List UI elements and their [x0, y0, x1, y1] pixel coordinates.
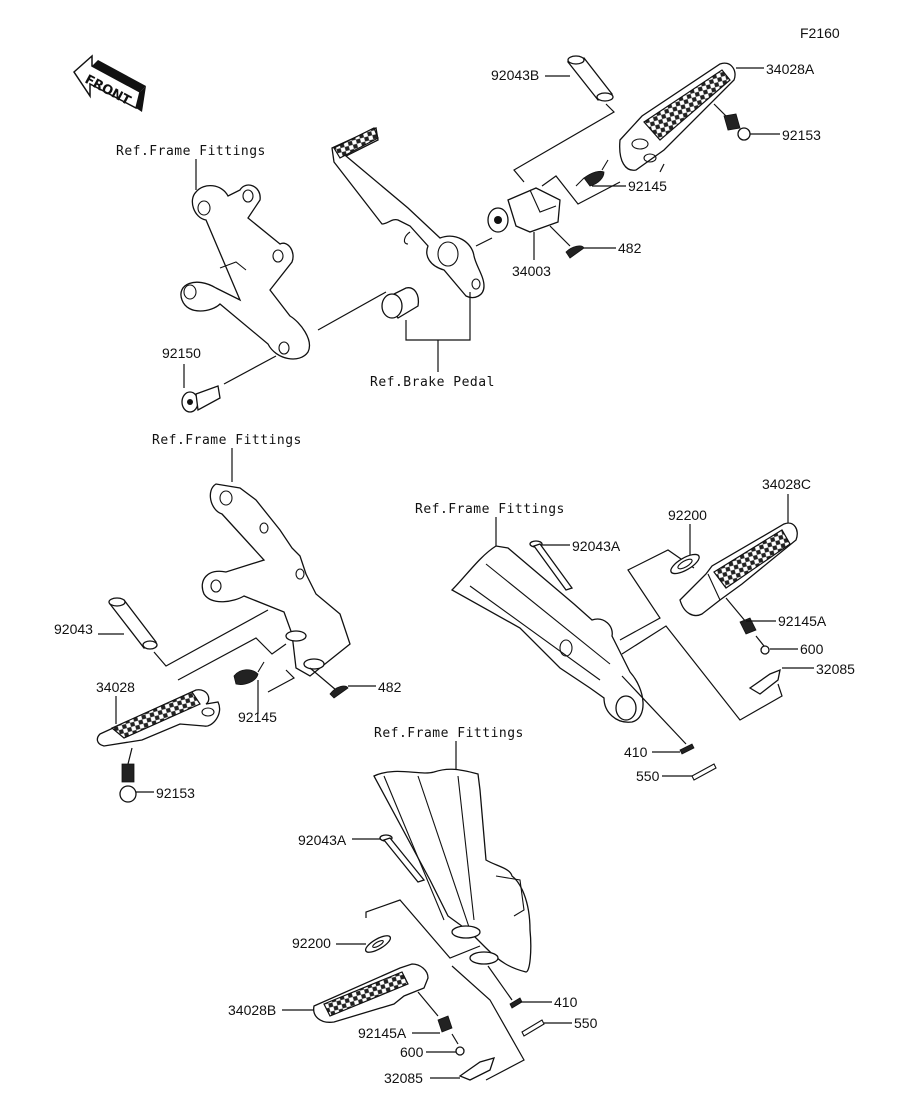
cotter-pin-550-left: [521, 1019, 545, 1037]
front-right-bracket: [180, 184, 311, 360]
footpeg-34028B: [313, 963, 429, 1023]
rear-right-bracket: [450, 545, 644, 723]
spring-92145A-left: [437, 1015, 453, 1033]
pin-410: [679, 743, 695, 755]
spring-92145-left: [233, 661, 265, 685]
part-92043B-label: 92043B: [491, 67, 539, 83]
figure-id: F2160: [800, 25, 840, 41]
front-direction-arrow-icon: FRONT: [73, 54, 146, 112]
bushing: [381, 287, 420, 319]
pivot-pin-92153: [723, 113, 751, 141]
ref-brake-pedal: Ref.Brake Pedal: [370, 375, 495, 390]
ref-frame-fittings-4: Ref.Frame Fittings: [374, 726, 524, 741]
ref-frame-fittings-2: Ref.Frame Fittings: [152, 433, 302, 448]
part-92145A-rear-left-label: 92145A: [358, 1025, 407, 1041]
part-92153-left-label: 92153: [156, 785, 195, 801]
part-600-rear-right-label: 600: [800, 641, 824, 657]
part-92043A-rear-left-label: 92043A: [298, 832, 347, 848]
part-34003-label: 34003: [512, 263, 551, 279]
e-clip-482: [565, 245, 585, 259]
part-410-rear-right-label: 410: [624, 744, 648, 760]
part-600-rear-left-label: 600: [400, 1044, 424, 1060]
part-34028B-label: 34028B: [228, 1002, 276, 1018]
part-92153-label: 92153: [782, 127, 821, 143]
footpeg-34028: [96, 689, 221, 747]
detent-32085: [748, 668, 781, 695]
footpeg-34028A: [619, 62, 736, 171]
spring-92145: [575, 159, 609, 187]
spring-92145A: [739, 617, 757, 635]
part-92043-label: 92043: [54, 621, 93, 637]
washer-92200-left: [364, 935, 392, 953]
brake-pedal: [331, 127, 485, 299]
pin-92043A-rear-right: [529, 540, 574, 591]
pivot-pin-92153-left: [119, 763, 137, 803]
part-92145-label: 92145: [628, 178, 667, 194]
ball-600: [760, 645, 770, 655]
part-550-rear-right-label: 550: [636, 768, 660, 784]
part-92043A-rear-right-label: 92043A: [572, 538, 621, 554]
part-92150-label: 92150: [162, 345, 201, 361]
part-550-rear-left-label: 550: [574, 1015, 598, 1031]
ref-frame-fittings-1: Ref.Frame Fittings: [116, 144, 266, 159]
part-92145-left-label: 92145: [238, 709, 277, 725]
footpeg-34028C: [679, 522, 798, 617]
part-482-left-label: 482: [378, 679, 402, 695]
rear-left-bracket: [373, 768, 532, 973]
front-left-bracket: [201, 483, 351, 677]
part-92200-rear-right-label: 92200: [668, 507, 707, 523]
pin-92043: [108, 597, 158, 650]
pin-92043A-rear-left: [379, 834, 426, 883]
part-92200-rear-left-label: 92200: [292, 935, 331, 951]
part-482-label: 482: [618, 240, 642, 256]
cotter-pin-550: [691, 763, 717, 781]
holder-34003: [487, 187, 561, 233]
part-34028-label: 34028: [96, 679, 135, 695]
part-32085-rear-left-label: 32085: [384, 1070, 423, 1086]
washer-92200: [670, 553, 700, 575]
part-32085-rear-right-label: 32085: [816, 661, 855, 677]
bolt-92150: [181, 385, 221, 413]
e-clip-482-left: [329, 685, 349, 699]
ref-frame-fittings-3: Ref.Frame Fittings: [415, 502, 565, 517]
pin-92043B: [566, 55, 614, 102]
part-92145A-rear-right-label: 92145A: [778, 613, 827, 629]
part-34028C-label: 34028C: [762, 476, 811, 492]
ball-600-left: [455, 1046, 465, 1056]
part-410-rear-left-label: 410: [554, 994, 578, 1010]
detent-32085-left: [458, 1057, 496, 1081]
part-34028A-label: 34028A: [766, 61, 815, 77]
